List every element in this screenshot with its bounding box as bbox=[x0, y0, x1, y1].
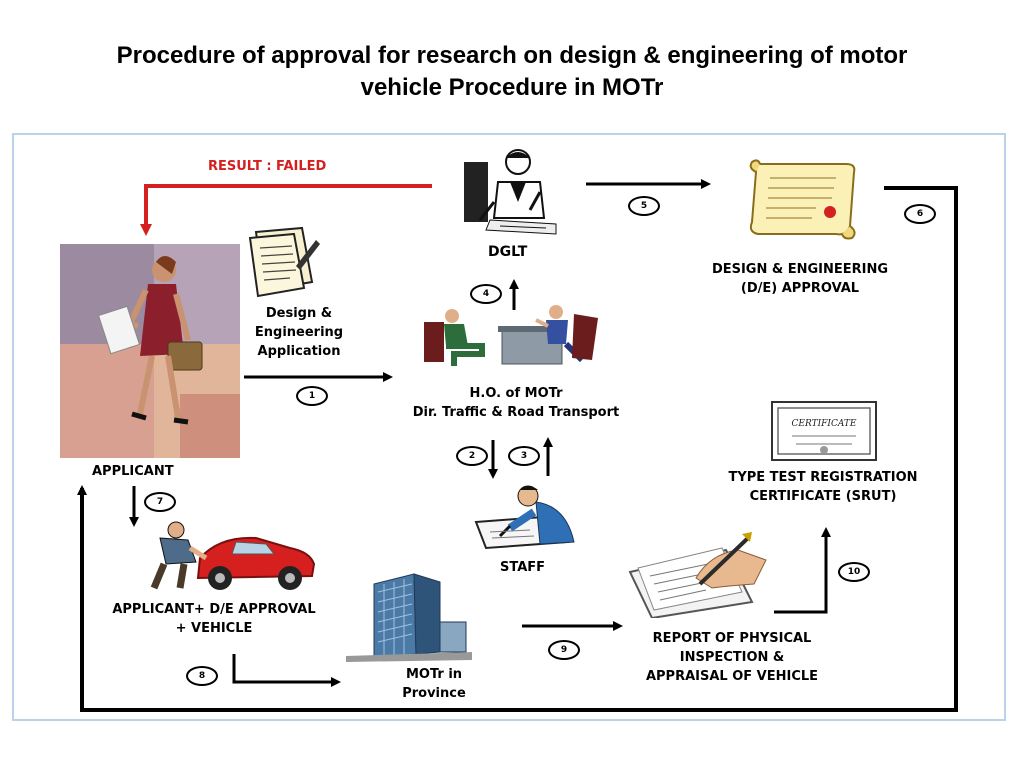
step-badge-5: 5 bbox=[628, 196, 660, 216]
arrow-step-10 bbox=[774, 527, 831, 614]
certificate-icon: CERTIFICATE bbox=[771, 401, 877, 461]
step-badge-10: 10 bbox=[838, 562, 870, 582]
arrow-step-6-loop bbox=[77, 186, 958, 712]
page-title: Procedure of approval for research on de… bbox=[0, 40, 1024, 104]
certificate-word: CERTIFICATE bbox=[792, 419, 857, 429]
result-failed-label: RESULT : FAILED bbox=[208, 159, 327, 174]
applicant-label: APPLICANT bbox=[92, 464, 174, 479]
step-badge-2: 2 bbox=[456, 446, 488, 466]
meeting-icon bbox=[424, 305, 598, 366]
office-building-icon bbox=[346, 573, 472, 662]
arrow-step-8 bbox=[232, 654, 341, 687]
mechanic-car-icon bbox=[150, 521, 316, 590]
step-badge-9: 9 bbox=[548, 640, 580, 660]
scroll-icon bbox=[749, 159, 856, 240]
document-stack-icon bbox=[248, 226, 320, 298]
applicant-vehicle-label: APPLICANT+ D/E APPROVAL+ VEHICLE bbox=[112, 602, 316, 636]
step-badge-1: 1 bbox=[296, 386, 328, 406]
step-badge-3: 3 bbox=[508, 446, 540, 466]
step-badge-8: 8 bbox=[186, 666, 218, 686]
staff-writing-icon bbox=[474, 485, 575, 550]
step-badge-6: 6 bbox=[904, 204, 936, 224]
title-line-1: Procedure of approval for research on de… bbox=[116, 42, 908, 69]
writer-at-desk-icon bbox=[462, 144, 558, 236]
title-line-2: vehicle Procedure in MOTr bbox=[360, 74, 664, 101]
failed-return-arrow bbox=[140, 184, 432, 236]
dglt-label: DGLT bbox=[488, 244, 528, 260]
staff-label: STAFF bbox=[500, 560, 546, 575]
step-badge-7: 7 bbox=[144, 492, 176, 512]
hand-writing-report-icon bbox=[628, 532, 767, 618]
step-badge-4: 4 bbox=[470, 284, 502, 304]
applicant-woman-icon bbox=[60, 244, 240, 458]
de-approval-label: DESIGN & ENGINEERING(D/E) APPROVAL bbox=[711, 262, 889, 296]
